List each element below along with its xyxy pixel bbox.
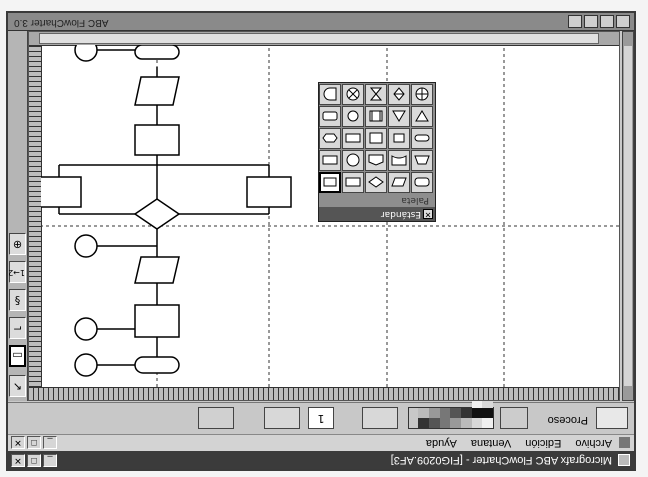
pentagon-shape-button[interactable] <box>365 150 387 171</box>
shadow-style-button[interactable] <box>198 407 234 429</box>
shapes-icon[interactable] <box>584 15 598 28</box>
fill-style-button[interactable] <box>362 407 398 429</box>
standard-palette-window[interactable]: ✕ Estándar Paleta <box>318 82 436 222</box>
extract-triangle-shape-button[interactable] <box>388 106 410 127</box>
process-shape <box>41 176 82 208</box>
window-title: Micrografx ABC FlowCharter - [FIG0209.AF… <box>390 454 612 466</box>
app-window: Micrografx ABC FlowCharter - [FIG0209.AF… <box>6 11 636 471</box>
predefined-process-shape-button[interactable] <box>365 106 387 127</box>
line-style-button[interactable] <box>264 407 300 429</box>
delay-shape-button[interactable] <box>319 84 341 105</box>
card-shape-button[interactable] <box>365 128 387 149</box>
terminator-shape <box>134 45 180 60</box>
rounded-rect-shape-button[interactable] <box>411 172 433 193</box>
line-tool-button[interactable]: ⌐ <box>9 317 26 339</box>
connector-tool-button[interactable]: § <box>9 289 26 311</box>
pointer-tool-button[interactable]: ↖ <box>9 375 26 397</box>
menu-bar: Archivo Edición Ventana Ayuda _ □ ✕ <box>8 434 634 451</box>
doc-close-button[interactable]: ✕ <box>11 436 25 449</box>
summing-junction-shape-button[interactable] <box>342 84 364 105</box>
shape-palette-grid <box>319 84 433 193</box>
horizontal-scroll-thumb[interactable] <box>39 33 599 44</box>
rect-small-shape-button[interactable] <box>319 150 341 171</box>
doc-restore-button[interactable]: □ <box>27 436 41 449</box>
alignment-button[interactable] <box>500 407 528 429</box>
minimize-button[interactable]: _ <box>43 454 57 467</box>
doc-minimize-button[interactable]: _ <box>43 436 57 449</box>
storage-shape-button[interactable] <box>319 106 341 127</box>
rect-shape-button[interactable] <box>342 172 364 193</box>
title-bar: Micrografx ABC FlowCharter - [FIG0209.AF… <box>8 451 634 469</box>
data-shape <box>134 256 180 284</box>
terminator-shape-button[interactable] <box>411 128 433 149</box>
palette-label: Paleta <box>401 195 429 205</box>
menu-ayuda[interactable]: Ayuda <box>425 437 457 449</box>
process-shape-button[interactable] <box>319 172 341 193</box>
parallelogram-shape-button[interactable] <box>388 172 410 193</box>
connector-circle <box>74 45 98 62</box>
menu-archivo[interactable]: Archivo <box>575 437 612 449</box>
palette-title-bar[interactable]: ✕ Estándar <box>319 207 435 221</box>
menu-edicion[interactable]: Edición <box>525 437 562 449</box>
zoom-tool-button[interactable]: ⊕ <box>9 233 26 255</box>
connector-circle <box>74 317 98 341</box>
process-shape <box>246 176 292 208</box>
vertical-scrollbar[interactable] <box>622 31 634 401</box>
sort-shape-button[interactable] <box>388 84 410 105</box>
close-button[interactable]: ✕ <box>11 454 25 467</box>
line-number-field[interactable]: 1 <box>308 407 334 429</box>
collate-shape-button[interactable] <box>365 84 387 105</box>
shape-name-label: Proceso <box>547 414 588 426</box>
flowchart-canvas[interactable]: ✕ Estándar Paleta <box>28 31 620 401</box>
display-shape-button[interactable] <box>388 128 410 149</box>
palette-grid-icon[interactable] <box>568 15 582 28</box>
horizontal-scrollbar[interactable] <box>29 32 619 46</box>
horizontal-ruler <box>29 387 619 400</box>
process-shape <box>134 124 180 156</box>
tape-shape-button[interactable] <box>342 128 364 149</box>
color-palette-bar[interactable] <box>408 398 494 429</box>
palette-close-button[interactable]: ✕ <box>423 209 433 219</box>
menu-ventana[interactable]: Ventana <box>470 437 512 449</box>
connector-circle <box>74 353 98 377</box>
trapezoid-shape-button[interactable] <box>411 150 433 171</box>
tool-strip: ↖ ▭ ⌐ § 1→2 ⊕ <box>8 31 28 401</box>
shape-swatch[interactable] <box>596 407 628 429</box>
palette-title: Estándar <box>380 209 421 219</box>
grid-view-icon[interactable] <box>616 15 630 28</box>
info-icon[interactable] <box>600 15 614 28</box>
hexagon-shape-button[interactable] <box>319 128 341 149</box>
connector-circle-shape-button[interactable] <box>342 106 364 127</box>
flowchart-drawing[interactable] <box>41 45 619 387</box>
or-circle-shape-button[interactable] <box>411 84 433 105</box>
connector-circle <box>74 234 98 258</box>
circle-shape-button[interactable] <box>342 150 364 171</box>
diamond-shape-button[interactable] <box>365 172 387 193</box>
document-shape-button[interactable] <box>388 150 410 171</box>
decision-shape <box>133 198 181 230</box>
data-shape <box>134 76 180 106</box>
vertical-scroll-thumb[interactable] <box>624 46 632 386</box>
merge-triangle-shape-button[interactable] <box>411 106 433 127</box>
app-system-icon[interactable] <box>618 454 630 466</box>
terminator-shape <box>134 356 180 374</box>
format-toolbar: Proceso 1 <box>8 398 634 434</box>
maximize-button[interactable]: □ <box>27 454 41 467</box>
ribbon-bar: ABC FlowCharter 3.0 <box>8 13 634 31</box>
app-version-label: ABC FlowCharter 3.0 <box>14 17 109 28</box>
numbering-tool-button[interactable]: 1→2 <box>8 261 26 283</box>
document-icon[interactable] <box>619 437 630 448</box>
process-shape <box>134 304 180 338</box>
shape-tool-button[interactable]: ▭ <box>9 345 26 367</box>
